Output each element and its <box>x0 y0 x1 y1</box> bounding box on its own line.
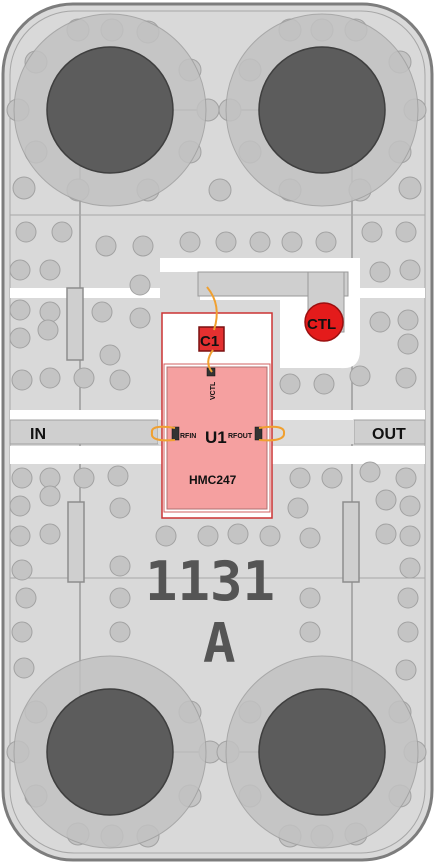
bond-wires <box>150 286 285 442</box>
board-number: 1131 <box>145 550 275 613</box>
u1-label: U1 <box>205 428 227 447</box>
out-label: OUT <box>372 426 406 443</box>
ctl-pad <box>304 302 344 342</box>
rfout-label: RFOUT <box>228 433 253 440</box>
c1-label: C1 <box>200 333 219 350</box>
in-pad <box>9 419 159 445</box>
chip-u1-body <box>166 366 268 510</box>
part-label: HMC247 <box>189 473 237 487</box>
ctl-label: CTL <box>307 316 336 333</box>
board-revision: A <box>203 612 236 675</box>
rfin-label: RFIN <box>180 433 196 440</box>
capacitor-c1 <box>198 326 225 352</box>
vctl-label: VCTL <box>210 381 217 400</box>
side-slots <box>66 287 360 583</box>
in-label: IN <box>30 426 46 443</box>
mounting-holes <box>13 13 419 849</box>
chip-u1-outline <box>163 363 271 513</box>
